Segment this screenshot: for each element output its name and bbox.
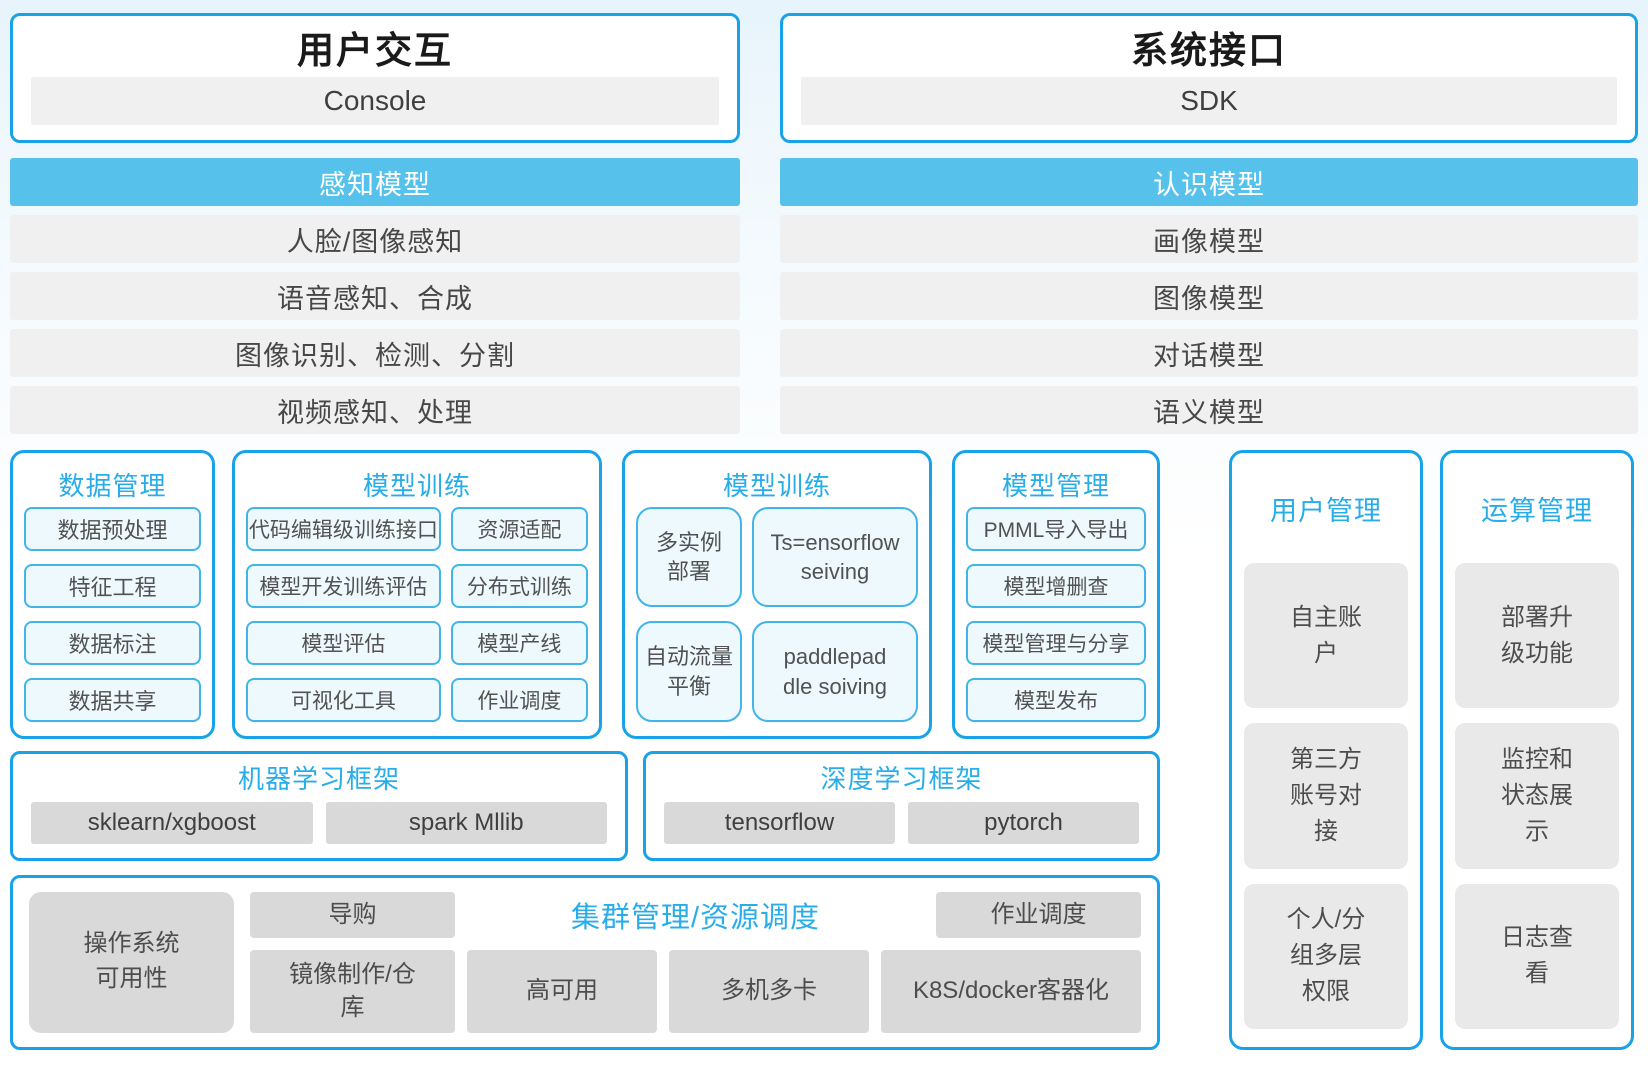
model-row-1: 人脸/图像感知 画像模型 <box>10 215 1638 263</box>
dl-framework-box: 深度学习框架 tensorflow pytorch <box>643 750 1160 861</box>
top-panel-row: 用户交互 Console 系统接口 SDK <box>10 13 1638 143</box>
tensorflow-item: tensorflow <box>664 801 895 844</box>
model-publish-item: 模型发布 <box>966 677 1146 722</box>
job-scheduling-item: 作业调度 <box>936 891 1141 938</box>
cluster-row-1: 导购 集群管理/资源调度 作业调度 <box>250 891 1141 938</box>
perception-row-3: 图像识别、检测、分割 <box>10 329 740 377</box>
data-sharing-item: 数据共享 <box>24 677 201 722</box>
pytorch-item: pytorch <box>908 801 1139 844</box>
console-item: Console <box>31 77 719 125</box>
os-availability-item: 操作系统 可用性 <box>29 891 234 1033</box>
third-party-account-item: 第三方 账号对 接 <box>1244 723 1408 869</box>
lower-left-region: 数据管理 数据预处理 特征工程 数据标注 数据共享 模型训练 代码编辑级训练接口… <box>10 450 1160 1050</box>
perception-model-header: 感知模型 <box>10 158 740 206</box>
perception-row-4: 视频感知、处理 <box>10 386 740 434</box>
data-management-items: 数据预处理 特征工程 数据标注 数据共享 <box>24 507 201 722</box>
deploy-upgrade-item: 部署升 级功能 <box>1455 563 1619 709</box>
model-header-row: 感知模型 认识模型 <box>10 158 1638 206</box>
model-serving-title: 模型训练 <box>722 470 831 501</box>
user-interaction-panel: 用户交互 Console <box>10 13 740 143</box>
multi-level-permission-item: 个人/分 组多层 权限 <box>1244 883 1408 1029</box>
job-schedule-item: 作业调度 <box>450 677 588 722</box>
model-management-box: 模型管理 PMML导入导出 模型增删查 模型管理与分享 模型发布 <box>952 450 1160 739</box>
compute-management-items: 部署升 级功能 监控和 状态展 示 日志查 看 <box>1455 563 1619 1029</box>
ml-framework-box: 机器学习框架 sklearn/xgboost spark Mllib <box>10 750 628 861</box>
multi-machine-card-item: 多机多卡 <box>669 949 869 1033</box>
sklearn-xgboost-item: sklearn/xgboost <box>31 801 313 844</box>
model-management-title: 模型管理 <box>1001 470 1110 501</box>
code-edit-training-item: 代码编辑级训练接口 <box>246 507 441 551</box>
visualization-tool-item: 可视化工具 <box>246 677 441 722</box>
user-management-column: 用户管理 自主账 户 第三方 账号对 接 个人/分 组多层 权限 <box>1229 450 1423 1050</box>
ml-framework-title: 机器学习框架 <box>237 764 400 795</box>
data-preprocess-item: 数据预处理 <box>24 507 201 551</box>
dl-framework-title: 深度学习框架 <box>820 764 983 795</box>
model-training-box: 模型训练 代码编辑级训练接口 资源适配 模型开发训练评估 分布式训练 模型评估 … <box>232 450 602 739</box>
framework-row: 机器学习框架 sklearn/xgboost spark Mllib 深度学习框… <box>10 750 1160 861</box>
user-management-title: 用户管理 <box>1270 495 1382 526</box>
cognition-model-header: 认识模型 <box>780 158 1638 206</box>
ml-framework-items: sklearn/xgboost spark Mllib <box>13 801 625 858</box>
cognition-row-2: 图像模型 <box>780 272 1638 320</box>
cognition-row-4: 语义模型 <box>780 386 1638 434</box>
monitor-status-item: 监控和 状态展 示 <box>1455 723 1619 869</box>
model-crud-item: 模型增删查 <box>966 563 1146 608</box>
cluster-row-2: 镜像制作/仓 库 高可用 多机多卡 K8S/docker客器化 <box>250 949 1141 1033</box>
auto-traffic-balance-item: 自动流量 平衡 <box>636 621 742 722</box>
image-build-repo-item: 镜像制作/仓 库 <box>250 949 455 1033</box>
sdk-item: SDK <box>801 77 1617 125</box>
model-pipeline-item: 模型产线 <box>450 620 588 665</box>
model-row-3: 图像识别、检测、分割 对话模型 <box>10 329 1638 377</box>
model-training-title: 模型训练 <box>362 470 471 501</box>
data-management-box: 数据管理 数据预处理 特征工程 数据标注 数据共享 <box>10 450 215 739</box>
k8s-docker-item: K8S/docker客器化 <box>881 949 1141 1033</box>
cluster-management-box: 操作系统 可用性 导购 集群管理/资源调度 作业调度 镜像制作/仓 库 高可用 … <box>10 874 1160 1050</box>
model-training-items: 代码编辑级训练接口 资源适配 模型开发训练评估 分布式训练 模型评估 模型产线 … <box>246 507 588 722</box>
pmml-import-export-item: PMML导入导出 <box>966 507 1146 551</box>
perception-row-2: 语音感知、合成 <box>10 272 740 320</box>
compute-management-title: 运算管理 <box>1481 495 1593 526</box>
model-management-items: PMML导入导出 模型增删查 模型管理与分享 模型发布 <box>966 507 1146 722</box>
multi-instance-deploy-item: 多实例 部署 <box>636 507 742 608</box>
compute-management-column: 运算管理 部署升 级功能 监控和 状态展 示 日志查 看 <box>1440 450 1634 1050</box>
model-serving-box: 模型训练 多实例 部署 Ts=ensorflow seiving 自动流量 平衡… <box>622 450 932 739</box>
model-serving-items: 多实例 部署 Ts=ensorflow seiving 自动流量 平衡 padd… <box>636 507 918 722</box>
cluster-management-title: 集群管理/资源调度 <box>570 901 821 934</box>
data-labeling-item: 数据标注 <box>24 620 201 665</box>
cognition-row-3: 对话模型 <box>780 329 1638 377</box>
user-interaction-title: 用户交互 <box>297 29 453 71</box>
perception-row-1: 人脸/图像感知 <box>10 215 740 263</box>
tensorflow-serving-item: Ts=ensorflow seiving <box>752 507 918 608</box>
cluster-right-region: 导购 集群管理/资源调度 作业调度 镜像制作/仓 库 高可用 多机多卡 K8S/… <box>250 891 1141 1033</box>
self-account-item: 自主账 户 <box>1244 563 1408 709</box>
model-eval-item: 模型评估 <box>246 620 441 665</box>
system-interface-title: 系统接口 <box>1131 29 1287 71</box>
resource-adapt-item: 资源适配 <box>450 507 588 551</box>
dl-framework-items: tensorflow pytorch <box>646 801 1157 858</box>
lower-zone: 数据管理 数据预处理 特征工程 数据标注 数据共享 模型训练 代码编辑级训练接口… <box>10 450 1638 1050</box>
shopping-guide-item: 导购 <box>250 891 455 938</box>
feature-engineering-item: 特征工程 <box>24 563 201 608</box>
cognition-row-1: 画像模型 <box>780 215 1638 263</box>
model-row-2: 语音感知、合成 图像模型 <box>10 272 1638 320</box>
spark-mllib-item: spark Mllib <box>325 801 607 844</box>
user-management-items: 自主账 户 第三方 账号对 接 个人/分 组多层 权限 <box>1244 563 1408 1029</box>
model-row-4: 视频感知、处理 语义模型 <box>10 386 1638 434</box>
paddlepaddle-serving-item: paddlepad dle soiving <box>752 621 918 722</box>
model-share-item: 模型管理与分享 <box>966 620 1146 665</box>
data-management-title: 数据管理 <box>58 470 167 501</box>
log-view-item: 日志查 看 <box>1455 883 1619 1029</box>
high-availability-item: 高可用 <box>467 949 657 1033</box>
distributed-training-item: 分布式训练 <box>450 563 588 608</box>
model-dev-eval-item: 模型开发训练评估 <box>246 563 441 608</box>
capability-box-row: 数据管理 数据预处理 特征工程 数据标注 数据共享 模型训练 代码编辑级训练接口… <box>10 450 1160 739</box>
system-interface-panel: 系统接口 SDK <box>780 13 1638 143</box>
